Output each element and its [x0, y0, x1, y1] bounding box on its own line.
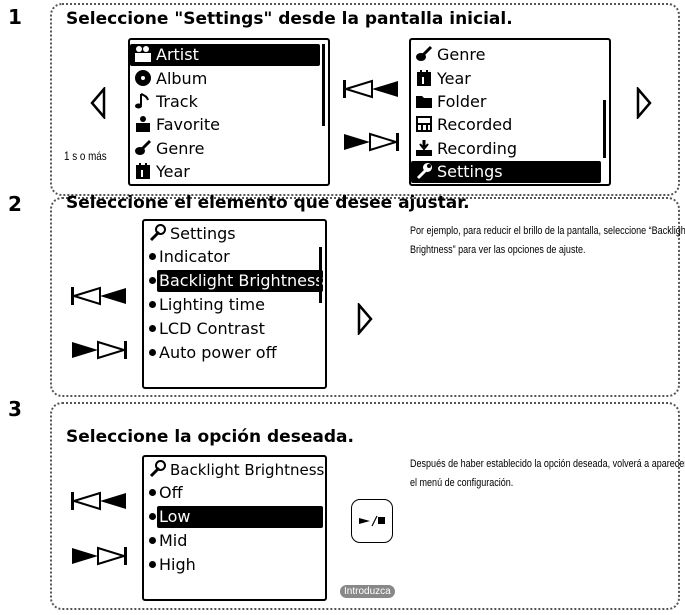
favorite-icon — [134, 115, 154, 133]
scrollbar — [319, 247, 322, 303]
setting-item-lcd-contrast: LCD Contrast — [148, 317, 265, 340]
recorded-icon — [415, 115, 435, 133]
menu-item-recording: Recording — [415, 137, 517, 160]
bullet-icon — [149, 513, 156, 520]
year-icon — [134, 162, 154, 180]
press-duration-note: 1 s o más — [64, 149, 107, 163]
step-1-title: Seleccione "Settings" desde la pantalla … — [66, 9, 513, 29]
year-icon — [415, 69, 435, 87]
left-arrow-icon — [90, 87, 106, 119]
previous-button-icon — [342, 79, 398, 99]
setting-item-lighting-time: Lighting time — [148, 293, 265, 316]
setting-item-indicator: Indicator — [148, 245, 230, 268]
track-icon — [134, 92, 154, 110]
folder-icon — [415, 92, 435, 110]
menu-item-album: Album — [134, 67, 207, 90]
play-pause-icon — [359, 515, 385, 527]
option-high: High — [148, 553, 196, 576]
settings-icon — [415, 162, 435, 180]
screen-backlight-options: Backlight Brightness Off Low Mid High — [142, 455, 327, 601]
menu-item-genre: Genre — [134, 137, 204, 160]
backlight-header: Backlight Brightness — [148, 458, 324, 481]
screen-menu-settings: Genre Year Folder Recorded Recording Set… — [409, 38, 611, 186]
previous-button-icon — [70, 491, 126, 511]
step-2-box — [50, 197, 680, 397]
screen-menu-start: Artist Album Track Favorite Genre Year — [128, 38, 330, 186]
next-button-icon — [72, 546, 128, 566]
step-3-title: Seleccione la opción deseada. — [66, 427, 354, 447]
step-1-box — [50, 3, 680, 196]
bullet-icon — [149, 301, 156, 308]
scrollbar — [322, 44, 325, 126]
scrollbar — [603, 100, 606, 158]
play-pause-button — [351, 499, 393, 543]
step-3-box — [50, 402, 680, 610]
bullet-icon — [149, 349, 156, 356]
step-2-note: Por ejemplo, para reducir el brillo de l… — [410, 225, 685, 256]
selection-highlight — [157, 270, 323, 292]
step-3-note: Después de haber establecido la opción d… — [410, 458, 685, 489]
menu-item-genre: Genre — [415, 43, 485, 66]
menu-item-year: Year — [415, 67, 471, 90]
selection-highlight — [411, 161, 601, 183]
bullet-icon — [149, 325, 156, 332]
menu-item-favorite: Favorite — [134, 113, 220, 136]
step-number-1: 1 — [8, 5, 22, 29]
step-2-title: Seleccione el elemento que desee ajustar… — [66, 193, 470, 213]
bullet-icon — [149, 489, 156, 496]
bullet-icon — [149, 253, 156, 260]
next-button-icon — [344, 132, 400, 152]
selection-highlight — [130, 44, 320, 66]
bullet-icon — [149, 277, 156, 284]
previous-button-icon — [70, 286, 126, 306]
settings-header: Settings — [148, 222, 236, 245]
option-low: Low — [148, 505, 191, 528]
settings-icon — [148, 224, 168, 242]
menu-item-artist: Artist — [134, 43, 199, 66]
right-arrow-icon — [636, 87, 652, 119]
step-number-2: 2 — [8, 192, 22, 216]
enter-label-badge: Introduzca — [340, 585, 395, 598]
bullet-icon — [149, 561, 156, 568]
menu-item-folder: Folder — [415, 90, 486, 113]
next-button-icon — [72, 340, 128, 360]
genre-icon — [415, 45, 435, 63]
settings-icon — [148, 460, 168, 478]
menu-item-settings: Settings — [415, 160, 503, 183]
step-number-3: 3 — [8, 397, 22, 421]
right-arrow-icon — [357, 303, 373, 335]
menu-item-track: Track — [134, 90, 198, 113]
selection-highlight — [157, 506, 323, 528]
genre-icon — [134, 139, 154, 157]
setting-item-backlight-brightness: Backlight Brightness — [148, 269, 324, 292]
album-icon — [134, 69, 154, 87]
bullet-icon — [149, 537, 156, 544]
option-mid: Mid — [148, 529, 187, 552]
option-off: Off — [148, 481, 183, 504]
screen-settings-menu: Settings Indicator Backlight Brightness … — [142, 219, 327, 389]
menu-item-recorded: Recorded — [415, 113, 512, 136]
setting-item-auto-power-off: Auto power off — [148, 341, 277, 364]
recording-icon — [415, 139, 435, 157]
menu-item-year: Year — [134, 160, 190, 183]
artist-icon — [134, 45, 154, 63]
